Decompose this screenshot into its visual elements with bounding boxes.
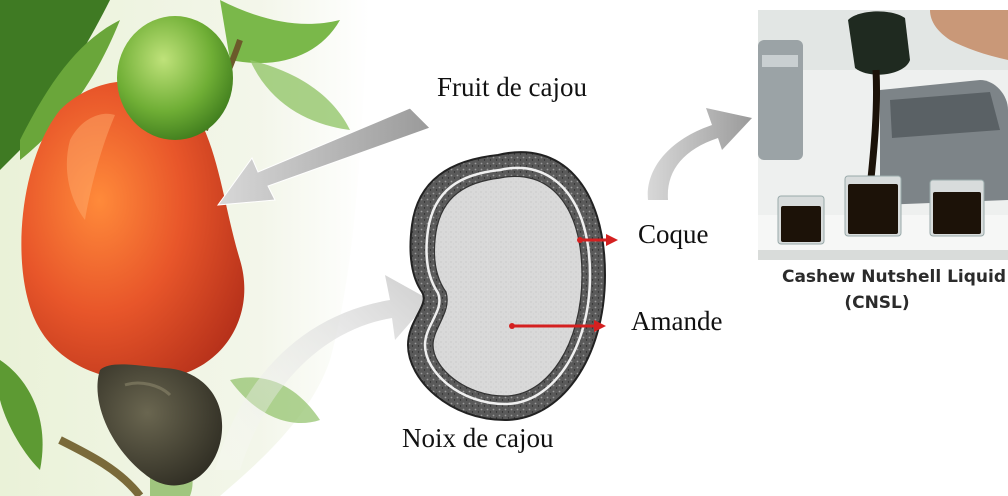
kernel-label: Amande bbox=[631, 306, 722, 336]
nut-label: Noix de cajou bbox=[402, 423, 554, 453]
nut-cross-section bbox=[408, 152, 605, 420]
shell-label: Coque bbox=[638, 219, 709, 249]
product-label-line1: Cashew Nutshell Liquid bbox=[782, 267, 1006, 287]
cnsl-photo bbox=[758, 10, 1008, 260]
pouring-bottle bbox=[848, 11, 910, 74]
section-to-cnsl-arrow bbox=[648, 108, 752, 200]
green-bud bbox=[117, 16, 233, 140]
fruit-label: Fruit de cajou bbox=[437, 72, 587, 102]
beaker-middle bbox=[845, 176, 901, 236]
beaker-right bbox=[930, 180, 984, 236]
product-label-line2: (CNSL) bbox=[844, 293, 909, 313]
cashew-fruit-photo bbox=[0, 0, 370, 496]
beaker-left bbox=[778, 196, 824, 244]
